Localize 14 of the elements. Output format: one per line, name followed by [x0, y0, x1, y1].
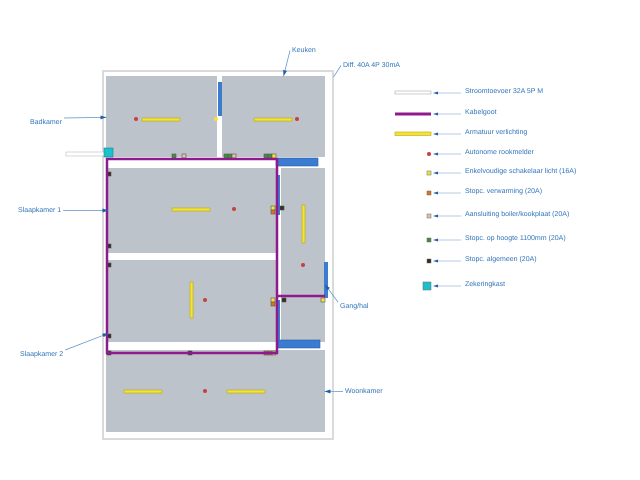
leader-line — [324, 389, 344, 394]
leader-line — [333, 65, 342, 78]
leader-line — [64, 332, 109, 350]
room-area — [222, 76, 325, 157]
leader-line — [62, 208, 109, 212]
building-outline — [102, 70, 334, 440]
room-area — [108, 168, 276, 253]
leader-line — [283, 50, 290, 77]
leader-line — [64, 115, 107, 120]
room-area — [106, 76, 217, 157]
leader-line — [324, 284, 338, 302]
room-area — [108, 260, 276, 342]
room-area — [106, 350, 325, 432]
room-area — [281, 168, 325, 342]
